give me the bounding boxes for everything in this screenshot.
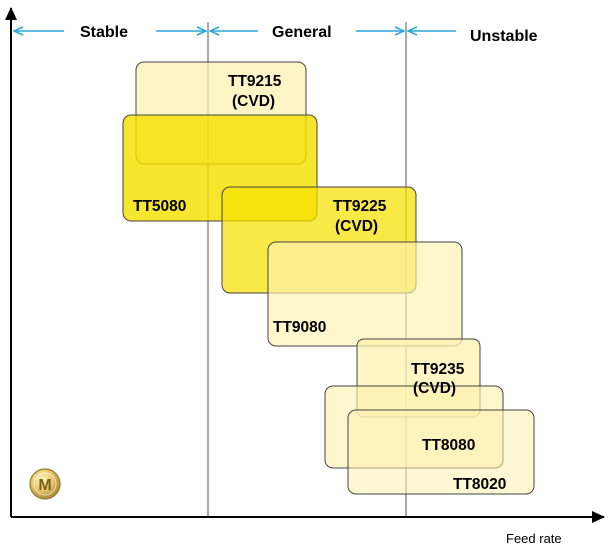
zone-stable-label: Stable xyxy=(80,24,128,41)
tt9235-sublabel: (CVD) xyxy=(413,380,456,397)
tt5080-label: TT5080 xyxy=(133,198,186,215)
x-axis-label: Feed rate xyxy=(506,531,562,546)
tt9215-sublabel: (CVD) xyxy=(232,93,275,110)
tt8020-box xyxy=(347,409,535,495)
zone-unstable-label: Unstable xyxy=(470,28,538,45)
tt9225-label: TT9225 xyxy=(333,198,387,215)
tt8080-label: TT8080 xyxy=(422,437,475,454)
zone-general-label: General xyxy=(272,24,332,41)
tt9225-sublabel: (CVD) xyxy=(335,218,378,235)
brand-logo-icon: M xyxy=(29,468,61,500)
tt9235-label: TT9235 xyxy=(411,361,465,378)
brand-logo-letter: M xyxy=(38,477,51,494)
tt9080-label: TT9080 xyxy=(273,319,326,336)
tt9215-label: TT9215 xyxy=(228,73,282,90)
tt8020-label: TT8020 xyxy=(453,476,506,493)
